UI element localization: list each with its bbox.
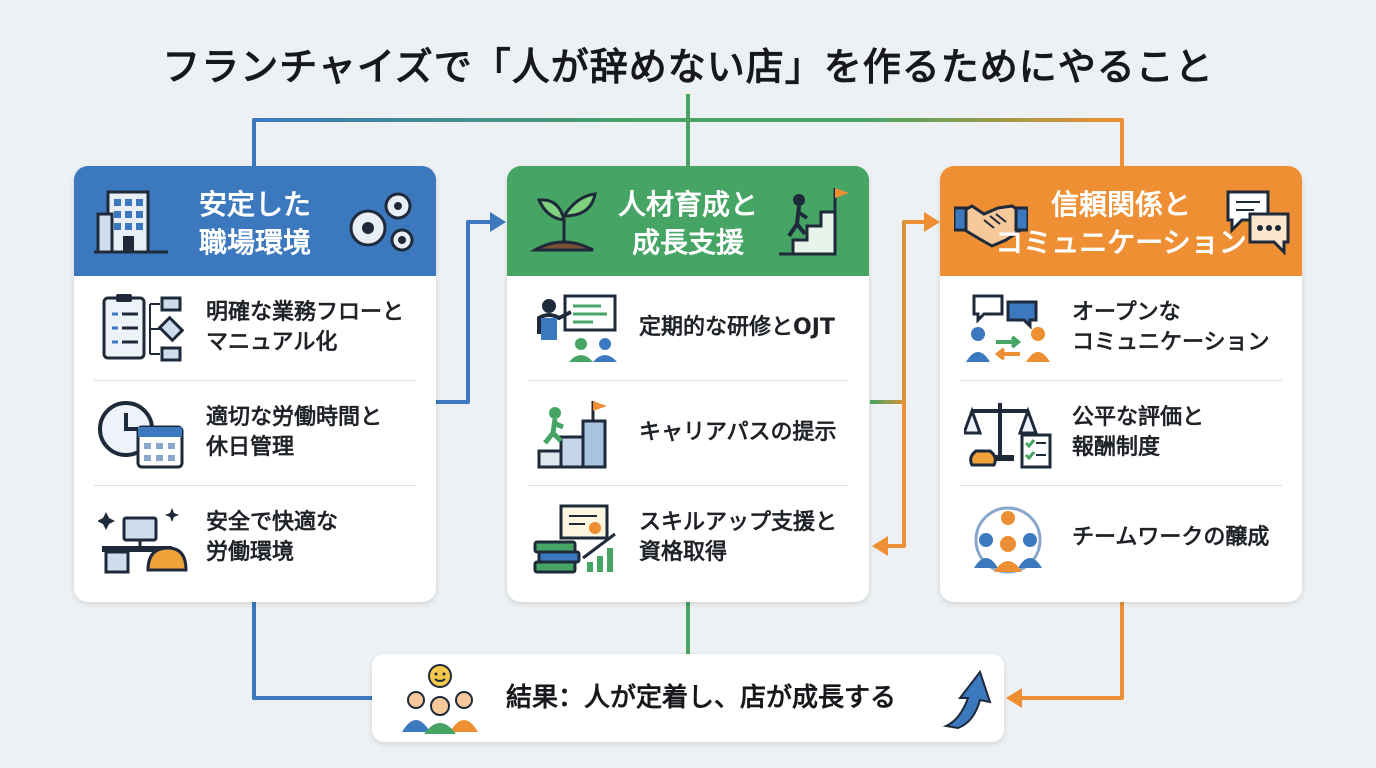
building-icon [94, 184, 168, 262]
safe-workplace-icon [97, 504, 188, 574]
arrow-head-blue [490, 212, 506, 232]
chat-bubbles-icon [1224, 184, 1292, 262]
clock-calendar-icon [98, 399, 188, 469]
people-exchange-icon [964, 294, 1054, 364]
scale-evaluation-icon [961, 399, 1054, 469]
list-item: スキルアップ支援と 資格取得 [527, 486, 849, 590]
item-label: 安全で快適な 労働環境 [206, 510, 339, 565]
item-label: 明確な業務フローと マニュアル化 [206, 300, 405, 355]
sprout-icon [527, 184, 601, 262]
arrow-head-orange-right [924, 212, 940, 232]
climbing-stairs-icon [773, 184, 851, 262]
result-box: 結果：人が定着し、店が成長する [372, 654, 1004, 742]
list-item: 公平な評価と 報酬制度 [960, 381, 1282, 486]
green-orange-connector [870, 220, 924, 404]
team-circle-icon [964, 504, 1054, 574]
orange-to-green-connector [888, 402, 906, 548]
growth-arrow-icon [940, 668, 996, 734]
blue-to-result-connector [252, 602, 372, 700]
item-label: チームワークの醸成 [1072, 525, 1270, 550]
card-title: 信頼関係と コミュニケーション [995, 188, 1247, 259]
item-label: 定期的な研修とOJT [639, 315, 835, 340]
result-text: 結果：人が定着し、店が成長する [506, 683, 897, 713]
item-label: スキルアップ支援と 資格取得 [639, 510, 838, 565]
handshake-icon [952, 184, 1030, 262]
books-certificate-icon [531, 504, 621, 574]
card-title: 人材育成と 成長支援 [617, 188, 758, 259]
page-title: フランチャイズで「人が辞めない店」を作るためにやること [162, 45, 1214, 89]
list-item: オープンな コミュニケーション [960, 276, 1282, 381]
list-item: 定期的な研修とOJT [527, 276, 849, 381]
arrow-head-orange-left [872, 536, 888, 556]
arrow-head-result [1006, 688, 1022, 708]
gears-icon [340, 184, 418, 262]
list-item: 適切な労働時間と 休日管理 [94, 381, 416, 486]
team-people-icon [400, 662, 480, 738]
card-training-growth: 人材育成と 成長支援 定期的な研修とOJT [507, 166, 869, 602]
list-item: チームワークの醸成 [960, 486, 1282, 590]
item-label: キャリアパスの提示 [639, 420, 837, 445]
item-label: オープンな コミュニケーション [1072, 300, 1270, 355]
card-trust-communication: 信頼関係と コミュニケーション オープンな コミュニケーション [940, 166, 1302, 602]
list-item: 安全で快適な 労働環境 [94, 486, 416, 590]
item-label: 適切な労働時間と 休日管理 [206, 405, 383, 460]
workflow-checklist-icon [98, 294, 188, 364]
card-title: 安定した 職場環境 [198, 188, 311, 259]
card-header: 安定した 職場環境 [74, 166, 436, 276]
card-header: 人材育成と 成長支援 [507, 166, 869, 276]
orange-to-result-connector [1022, 602, 1124, 700]
card-header: 信頼関係と コミュニケーション [940, 166, 1302, 276]
blue-to-green-connector [436, 220, 492, 404]
card-stable-workplace: 安定した 職場環境 [74, 166, 436, 602]
item-label: 公平な評価と 報酬制度 [1072, 405, 1205, 460]
training-presentation-icon [531, 294, 621, 364]
career-steps-icon [531, 399, 621, 469]
list-item: キャリアパスの提示 [527, 381, 849, 486]
list-item: 明確な業務フローと マニュアル化 [94, 276, 416, 381]
